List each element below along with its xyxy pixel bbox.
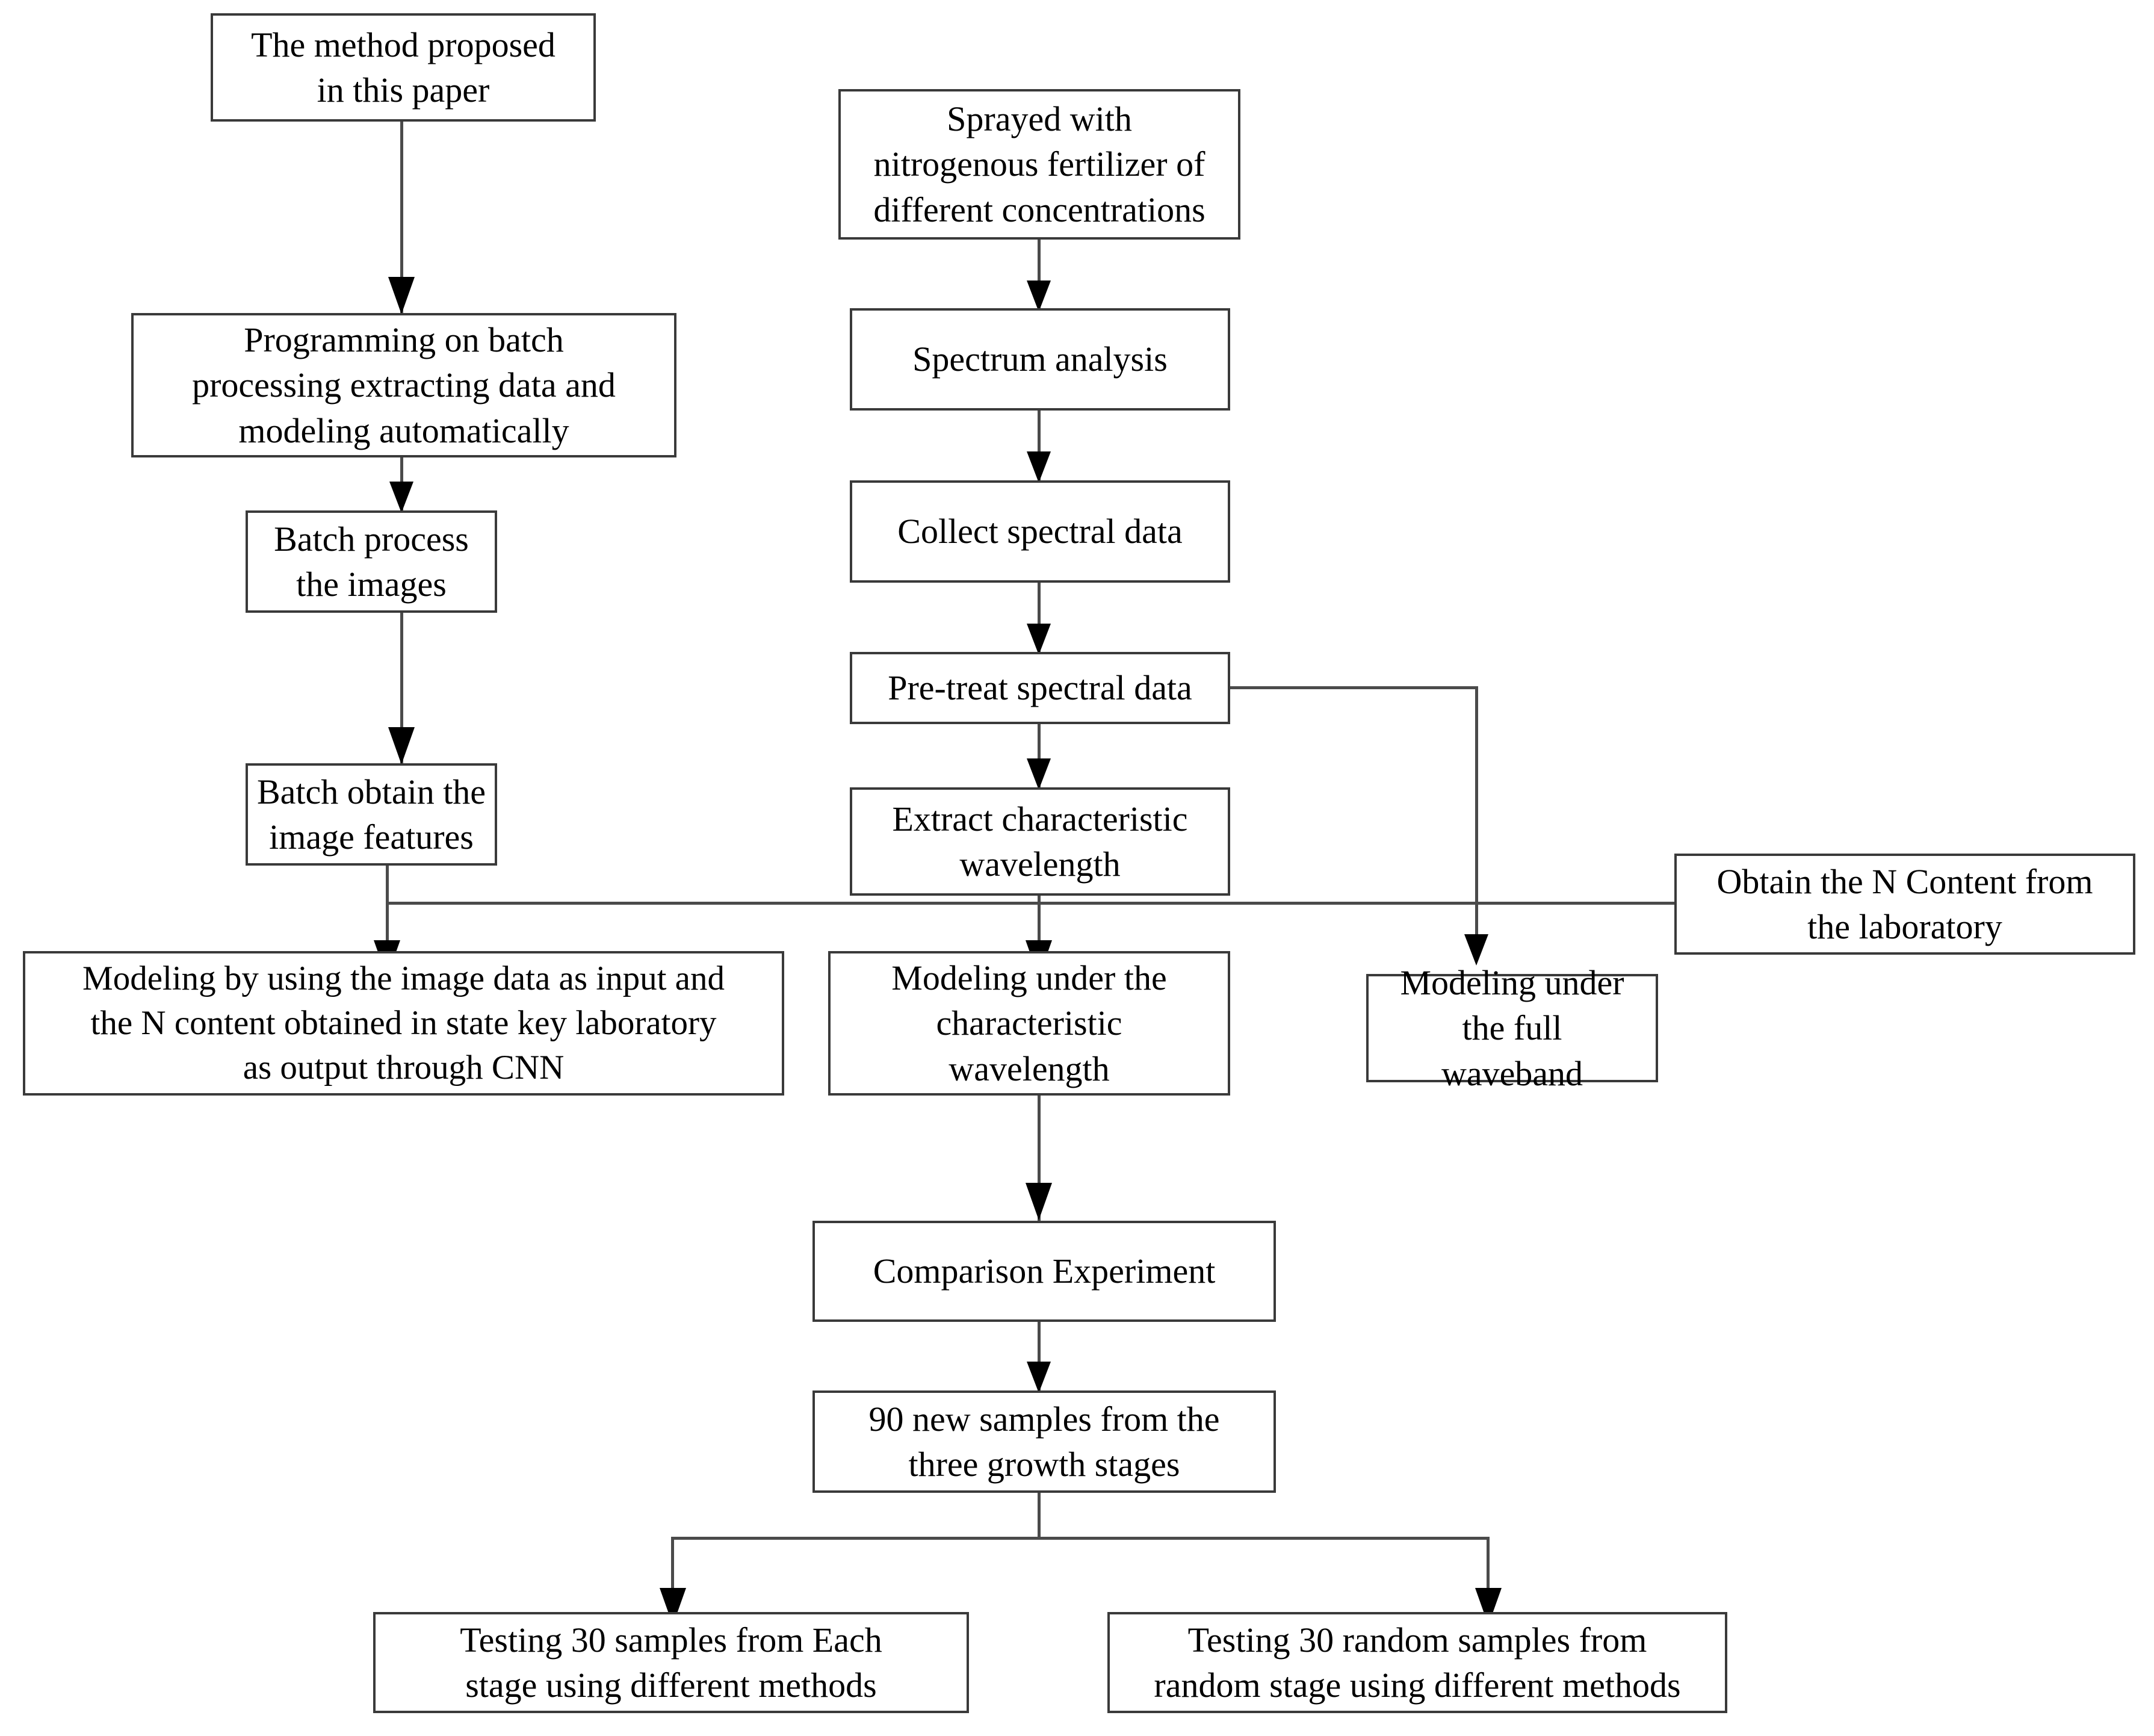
node-collect-spectral-data: Collect spectral data <box>850 480 1230 583</box>
arrowhead-comparison-to-ninety-samples <box>1027 1362 1051 1393</box>
arrowhead-sprayed-to-spectrum <box>1027 281 1051 312</box>
arrowhead-modeling-characteristic-to-comparison <box>1026 1183 1052 1220</box>
node-batch-process-images: Batch process the images <box>246 510 497 613</box>
node-label: Spectrum analysis <box>912 339 1168 379</box>
edge-collect-to-pretreat <box>1038 583 1041 655</box>
node-label: Modeling under the full waveband <box>1400 963 1624 1093</box>
edge-extract-to-modeling-characteristic <box>1038 896 1041 974</box>
node-extract-characteristic: Extract characteristic wavelength <box>850 787 1230 896</box>
node-modeling-image-cnn: Modeling by using the image data as inpu… <box>23 951 784 1096</box>
edge-pretreat-to-extract <box>1038 724 1041 790</box>
node-batch-obtain-features: Batch obtain the image features <box>246 763 497 866</box>
node-modeling-characteristic: Modeling under the characteristic wavele… <box>828 951 1230 1096</box>
arrowhead-to-modeling-full-waveband <box>1464 934 1488 966</box>
node-label: Comparison Experiment <box>873 1251 1216 1291</box>
node-label: Extract characteristic wavelength <box>892 799 1188 884</box>
node-pre-treat-spectral: Pre-treat spectral data <box>850 652 1230 724</box>
node-method-proposed: The method proposed in this paper <box>211 13 596 122</box>
node-label: Testing 30 random samples from random st… <box>1154 1620 1681 1705</box>
edge-comparison-to-ninety-samples <box>1038 1322 1041 1394</box>
node-label: Modeling by using the image data as inpu… <box>82 959 725 1087</box>
node-sprayed-fertilizer: Sprayed with nitrogenous fertilizer of d… <box>838 89 1240 240</box>
node-label: Sprayed with nitrogenous fertilizer of d… <box>873 99 1205 229</box>
node-label: The method proposed in this paper <box>251 25 556 110</box>
node-label: 90 new samples from the three growth sta… <box>868 1399 1220 1484</box>
node-obtain-n-content: Obtain the N Content from the laboratory <box>1674 854 2135 955</box>
edge-ninety-samples-down <box>1038 1493 1041 1540</box>
node-testing-each-stage: Testing 30 samples from Each stage using… <box>373 1612 969 1713</box>
edge-bottom-split-horizontal <box>671 1537 1490 1540</box>
arrowhead-batch-process-to-batch-obtain <box>388 727 415 764</box>
node-ninety-new-samples: 90 new samples from the three growth sta… <box>812 1390 1276 1493</box>
edge-pretreat-right-horizontal <box>1230 686 1478 689</box>
edge-batch-process-to-batch-obtain <box>400 613 403 763</box>
edge-modeling-characteristic-to-comparison <box>1038 1096 1041 1222</box>
node-spectrum-analysis: Spectrum analysis <box>850 308 1230 411</box>
node-label: Obtain the N Content from the laboratory <box>1716 861 2093 946</box>
node-label: Modeling under the characteristic wavele… <box>891 958 1167 1088</box>
node-label: Pre-treat spectral data <box>888 668 1192 708</box>
node-testing-random-stage: Testing 30 random samples from random st… <box>1107 1612 1727 1713</box>
edge-pretreat-right-vertical <box>1475 686 1478 945</box>
arrowhead-pretreat-to-extract <box>1027 758 1051 790</box>
edge-sprayed-to-spectrum <box>1038 240 1041 312</box>
edge-bottom-split-right <box>1487 1537 1490 1606</box>
edge-spectrum-to-collect <box>1038 411 1041 483</box>
node-label: Batch process the images <box>274 519 469 604</box>
edge-bottom-split-left <box>671 1537 674 1606</box>
edge-n-content-feeder-horizontal <box>386 902 1674 905</box>
arrowhead-programming-to-batch-process <box>389 482 413 513</box>
node-modeling-full-waveband: Modeling under the full waveband <box>1366 963 1658 1093</box>
node-programming-batch: Programming on batch processing extracti… <box>131 313 676 457</box>
node-label: Batch obtain the image features <box>256 772 486 857</box>
node-label: Testing 30 samples from Each stage using… <box>460 1620 882 1705</box>
node-label: Programming on batch processing extracti… <box>192 320 616 450</box>
arrowhead-collect-to-pretreat <box>1027 624 1051 655</box>
node-comparison-experiment: Comparison Experiment <box>812 1221 1276 1322</box>
node-label: Collect spectral data <box>897 512 1183 551</box>
edge-batch-obtain-to-modeling-cnn <box>386 866 389 974</box>
edge-method-to-programming <box>400 122 403 314</box>
arrowhead-spectrum-to-collect <box>1027 451 1051 483</box>
arrowhead-method-to-programming <box>388 277 415 314</box>
